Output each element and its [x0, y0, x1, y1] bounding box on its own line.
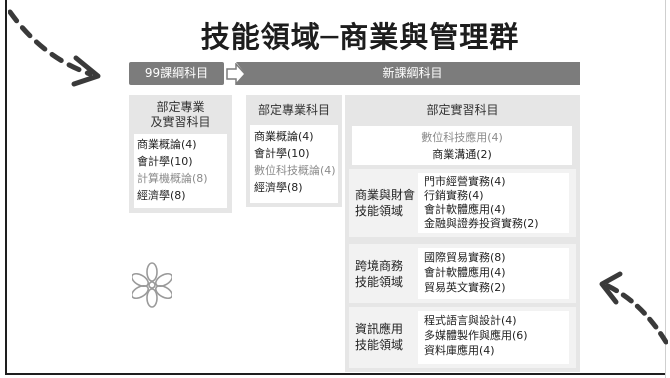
dashed-arrow-icon [8, 9, 101, 87]
frame-bottom-border [5, 373, 665, 375]
subject-item: 會計軟體應用(4) [424, 266, 506, 279]
professional-subject-list: 商業概論(4) 會計學(10) 數位科技概論(4) 經濟學(8) [250, 125, 338, 203]
professional-column-heading: 部定專業科目 [257, 103, 330, 117]
subject-item: 資料庫應用(4) [424, 344, 495, 357]
flower-icon [132, 262, 172, 308]
skill-domain-information: 資訊應用 技能領域 程式語言與設計(4) 多媒體製作與應用(6) 資料庫應用(4… [349, 307, 576, 368]
skill-domain-cross-border: 跨境商務 技能領域 國際貿易實務(8) 會計軟體應用(4) 貿易英文實務(2) [349, 244, 576, 303]
subject-item: 行銷實務(4) [424, 189, 484, 202]
subject-item: 商業溝通(2) [432, 148, 492, 161]
heading-line: 部定專業 [156, 100, 205, 114]
subject-item: 貿易英文實務(2) [424, 281, 506, 294]
practice-subjects-column: 部定實習科目 數位科技應用(4) 商業溝通(2) 商業與財會 技能領域 門市經營… [345, 95, 580, 372]
subject-item: 會計學(10) [137, 155, 193, 168]
subject-item: 金融與證券投資實務(2) [424, 217, 539, 230]
skill-domain-business-finance: 商業與財會 技能領域 門市經營實務(4) 行銷實務(4) 會計軟體應用(4) 金… [349, 169, 576, 237]
subject-item: 會計學(10) [254, 147, 310, 160]
arrow-right-icon [226, 63, 246, 85]
dashed-arrow-icon [599, 271, 668, 345]
frame-left-border [5, 0, 7, 374]
practice-column-heading: 部定實習科目 [426, 103, 499, 117]
domain-name-line: 技能領域 [355, 275, 404, 289]
domain-name-line: 資訊應用 [355, 322, 404, 336]
new-curriculum-banner: 新課綱科目 [245, 62, 580, 85]
subject-item: 計算機概論(8) [137, 172, 208, 185]
subject-item: 數位科技應用(4) [421, 131, 503, 144]
subject-item: 門市經營實務(4) [424, 175, 506, 188]
subject-item: 數位科技概論(4) [254, 164, 336, 177]
subject-item: 經濟學(8) [254, 181, 303, 194]
subject-item: 會計軟體應用(4) [424, 203, 506, 216]
domain-name: 資訊應用 技能領域 [355, 321, 415, 353]
domain-name-line: 技能領域 [355, 338, 404, 352]
old-curriculum-column: 部定專業 及實習科目 商業概論(4) 會計學(10) 計算機概論(8) 經濟學(… [129, 95, 232, 213]
subject-item: 商業概論(4) [254, 130, 314, 143]
subject-item: 程式語言與設計(4) [424, 314, 517, 327]
domain-subject-list: 程式語言與設計(4) 多媒體製作與應用(6) 資料庫應用(4) [418, 311, 569, 364]
subject-item: 國際貿易實務(8) [424, 251, 506, 264]
subject-item: 多媒體製作與應用(6) [424, 329, 528, 342]
professional-subjects-column: 部定專業科目 商業概論(4) 會計學(10) 數位科技概論(4) 經濟學(8) [246, 95, 342, 207]
heading-line: 及實習科目 [150, 115, 211, 129]
old-curriculum-banner: 99課綱科目 [129, 62, 224, 85]
subject-item: 經濟學(8) [137, 189, 186, 202]
domain-name-line: 技能領域 [355, 204, 404, 218]
shared-practice-subjects: 數位科技應用(4) 商業溝通(2) [352, 126, 572, 165]
domain-subject-list: 門市經營實務(4) 行銷實務(4) 會計軟體應用(4) 金融與證券投資實務(2) [418, 173, 569, 233]
domain-name: 跨境商務 技能領域 [355, 258, 415, 290]
subject-item: 商業概論(4) [137, 138, 197, 151]
page-title: 技能領域─商業與管理群 [200, 20, 520, 54]
old-subject-list: 商業概論(4) 會計學(10) 計算機概論(8) 經濟學(8) [134, 134, 227, 208]
frame-right-border [665, 0, 666, 378]
domain-subject-list: 國際貿易實務(8) 會計軟體應用(4) 貿易英文實務(2) [418, 248, 569, 299]
domain-name-line: 商業與財會 [355, 188, 416, 202]
domain-name-line: 跨境商務 [355, 259, 404, 273]
domain-name: 商業與財會 技能領域 [355, 187, 415, 219]
old-column-heading: 部定專業 及實習科目 [129, 95, 232, 130]
